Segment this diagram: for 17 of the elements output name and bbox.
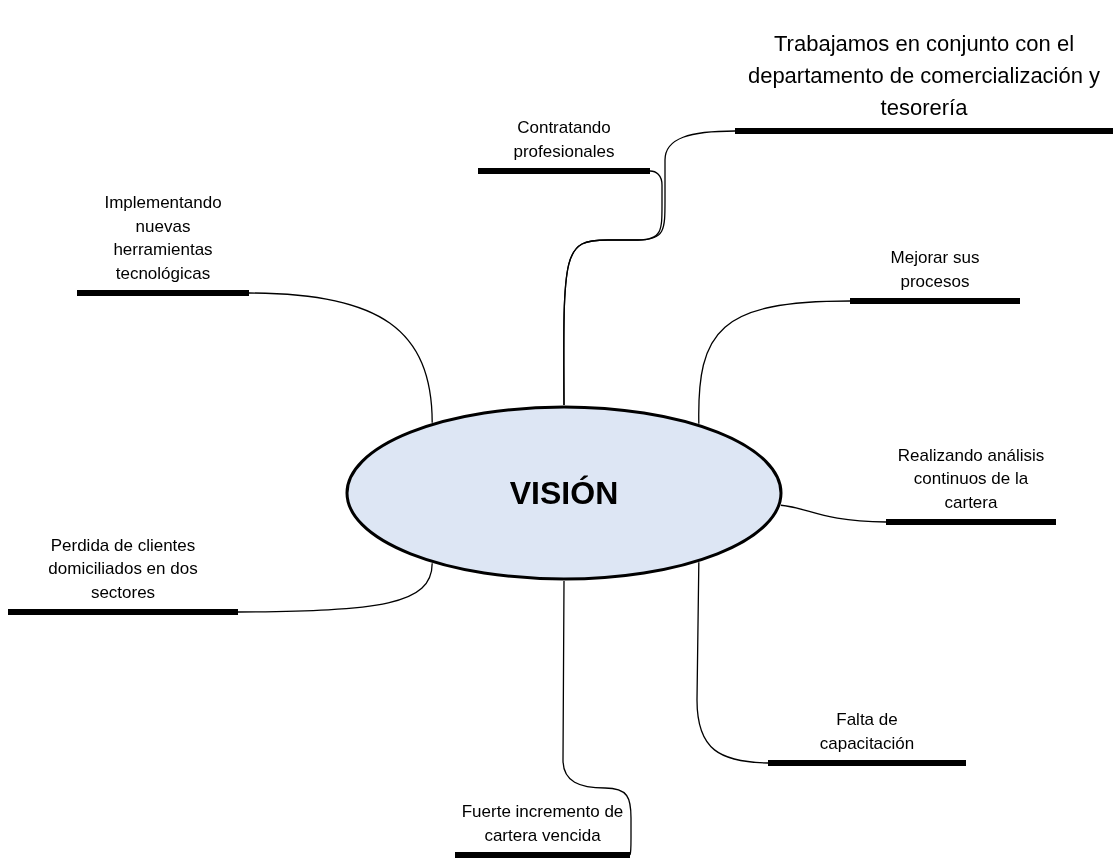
branch-text: Perdida de clientes domiciliados en dos sectores bbox=[47, 534, 199, 605]
branch-text: Fuerte incremento de cartera vencida bbox=[460, 801, 625, 848]
branch-text: Contratando profesionales bbox=[512, 117, 616, 164]
connector-line bbox=[698, 300, 851, 425]
branch-text: Trabajamos en conjunto con el departamento de comercialización y tesorería bbox=[746, 30, 1102, 123]
connector-line bbox=[562, 580, 632, 856]
branch-text: Mejorar sus procesos bbox=[889, 247, 981, 294]
connector-line bbox=[237, 562, 433, 613]
central-ellipse bbox=[345, 405, 783, 581]
connector-line bbox=[696, 561, 769, 764]
connector-line bbox=[248, 292, 433, 424]
branch-text: Falta de capacitación bbox=[818, 709, 916, 756]
branch-text: Realizando análisis continuos de la cartera bbox=[896, 444, 1046, 515]
connector-line bbox=[563, 170, 663, 406]
branch-text: Implementando nuevas herramientas tecnológicas bbox=[103, 191, 223, 286]
connector-line bbox=[780, 504, 887, 523]
central-title: VISIÓN bbox=[509, 474, 619, 513]
